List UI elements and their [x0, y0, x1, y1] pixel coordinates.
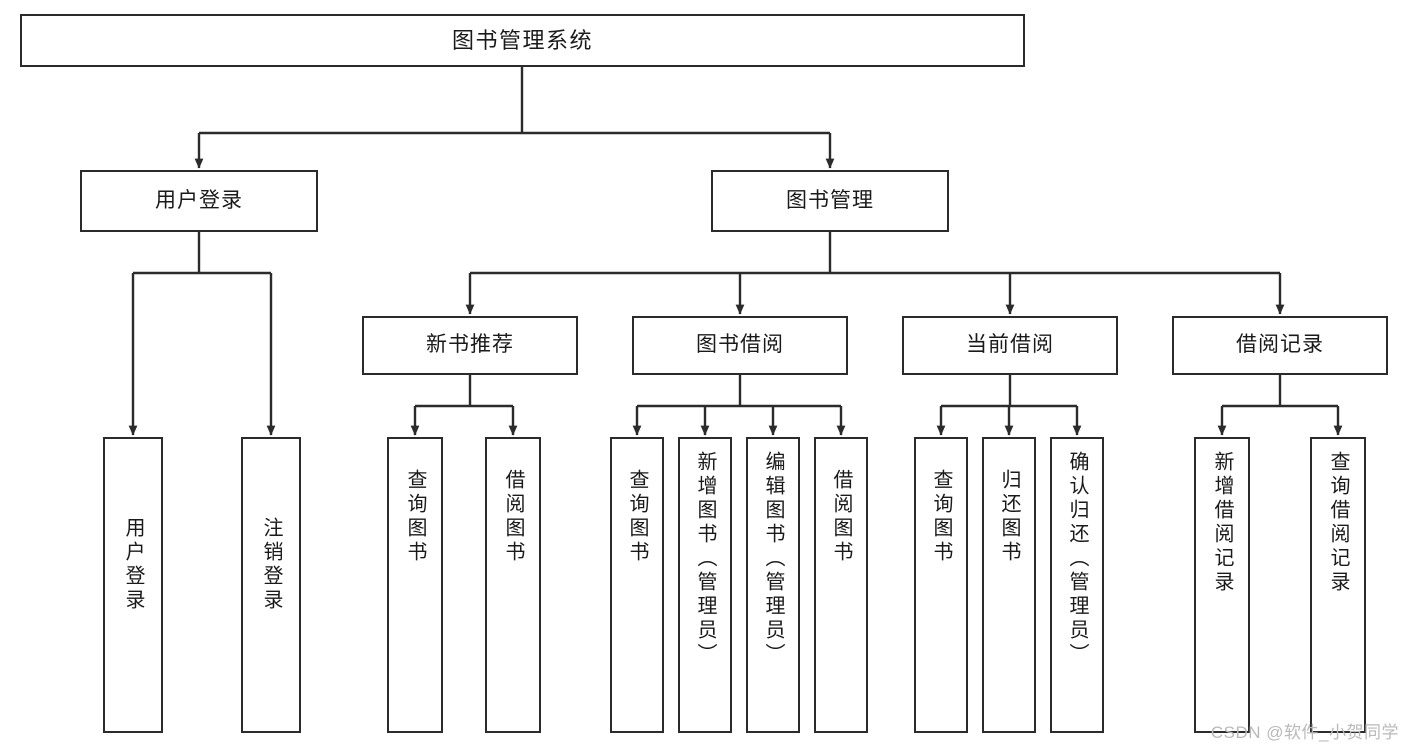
node-leaf-borrow-book-2-label: 借阅图书 [830, 469, 852, 565]
node-book-borrow[interactable]: 图书借阅 [632, 316, 848, 375]
node-leaf-query-book-1-label: 查询图书 [404, 469, 426, 565]
node-leaf-return-book[interactable]: 归还图书 [982, 437, 1036, 733]
node-leaf-add-record-label: 新增借阅记录 [1211, 451, 1233, 595]
node-leaf-confirm-return-label: 确认归还（管理员） [1066, 451, 1088, 667]
node-leaf-confirm-return[interactable]: 确认归还（管理员） [1050, 437, 1104, 733]
node-leaf-user-login-label: 用户登录 [122, 517, 144, 613]
node-borrow-record-label: 借阅记录 [1236, 333, 1324, 357]
node-leaf-add-record[interactable]: 新增借阅记录 [1194, 437, 1250, 733]
node-current-borrow-label: 当前借阅 [966, 333, 1054, 357]
node-leaf-query-book-3-label: 查询图书 [930, 469, 952, 565]
node-leaf-borrow-book-2[interactable]: 借阅图书 [814, 437, 868, 733]
node-leaf-user-logout[interactable]: 注销登录 [241, 437, 301, 733]
node-leaf-return-book-label: 归还图书 [998, 469, 1020, 565]
node-new-book-rec-label: 新书推荐 [426, 333, 514, 357]
node-leaf-edit-book[interactable]: 编辑图书（管理员） [746, 437, 800, 733]
node-leaf-user-logout-label: 注销登录 [260, 517, 282, 613]
node-leaf-query-record-label: 查询借阅记录 [1327, 451, 1349, 595]
csdn-watermark: CSDN @软件_小贺同学 [1210, 723, 1399, 742]
node-leaf-borrow-book-1[interactable]: 借阅图书 [485, 437, 541, 733]
node-book-manage-label: 图书管理 [786, 188, 874, 212]
node-leaf-user-login[interactable]: 用户登录 [103, 437, 163, 733]
node-user-login[interactable]: 用户登录 [80, 170, 318, 232]
node-leaf-query-book-2[interactable]: 查询图书 [610, 437, 664, 733]
node-leaf-add-book[interactable]: 新增图书（管理员） [678, 437, 732, 733]
node-leaf-edit-book-label: 编辑图书（管理员） [762, 451, 784, 667]
node-leaf-borrow-book-1-label: 借阅图书 [502, 469, 524, 565]
node-leaf-query-record[interactable]: 查询借阅记录 [1310, 437, 1366, 733]
node-borrow-record[interactable]: 借阅记录 [1172, 316, 1388, 375]
node-leaf-query-book-2-label: 查询图书 [626, 469, 648, 565]
node-leaf-query-book-1[interactable]: 查询图书 [387, 437, 443, 733]
node-book-manage[interactable]: 图书管理 [711, 170, 949, 232]
node-current-borrow[interactable]: 当前借阅 [902, 316, 1118, 375]
node-leaf-query-book-3[interactable]: 查询图书 [914, 437, 968, 733]
node-book-borrow-label: 图书借阅 [696, 333, 784, 357]
node-root-label: 图书管理系统 [451, 27, 593, 53]
node-leaf-add-book-label: 新增图书（管理员） [694, 451, 716, 667]
node-root[interactable]: 图书管理系统 [20, 14, 1025, 67]
node-user-login-label: 用户登录 [155, 188, 243, 212]
node-new-book-rec[interactable]: 新书推荐 [362, 316, 578, 375]
